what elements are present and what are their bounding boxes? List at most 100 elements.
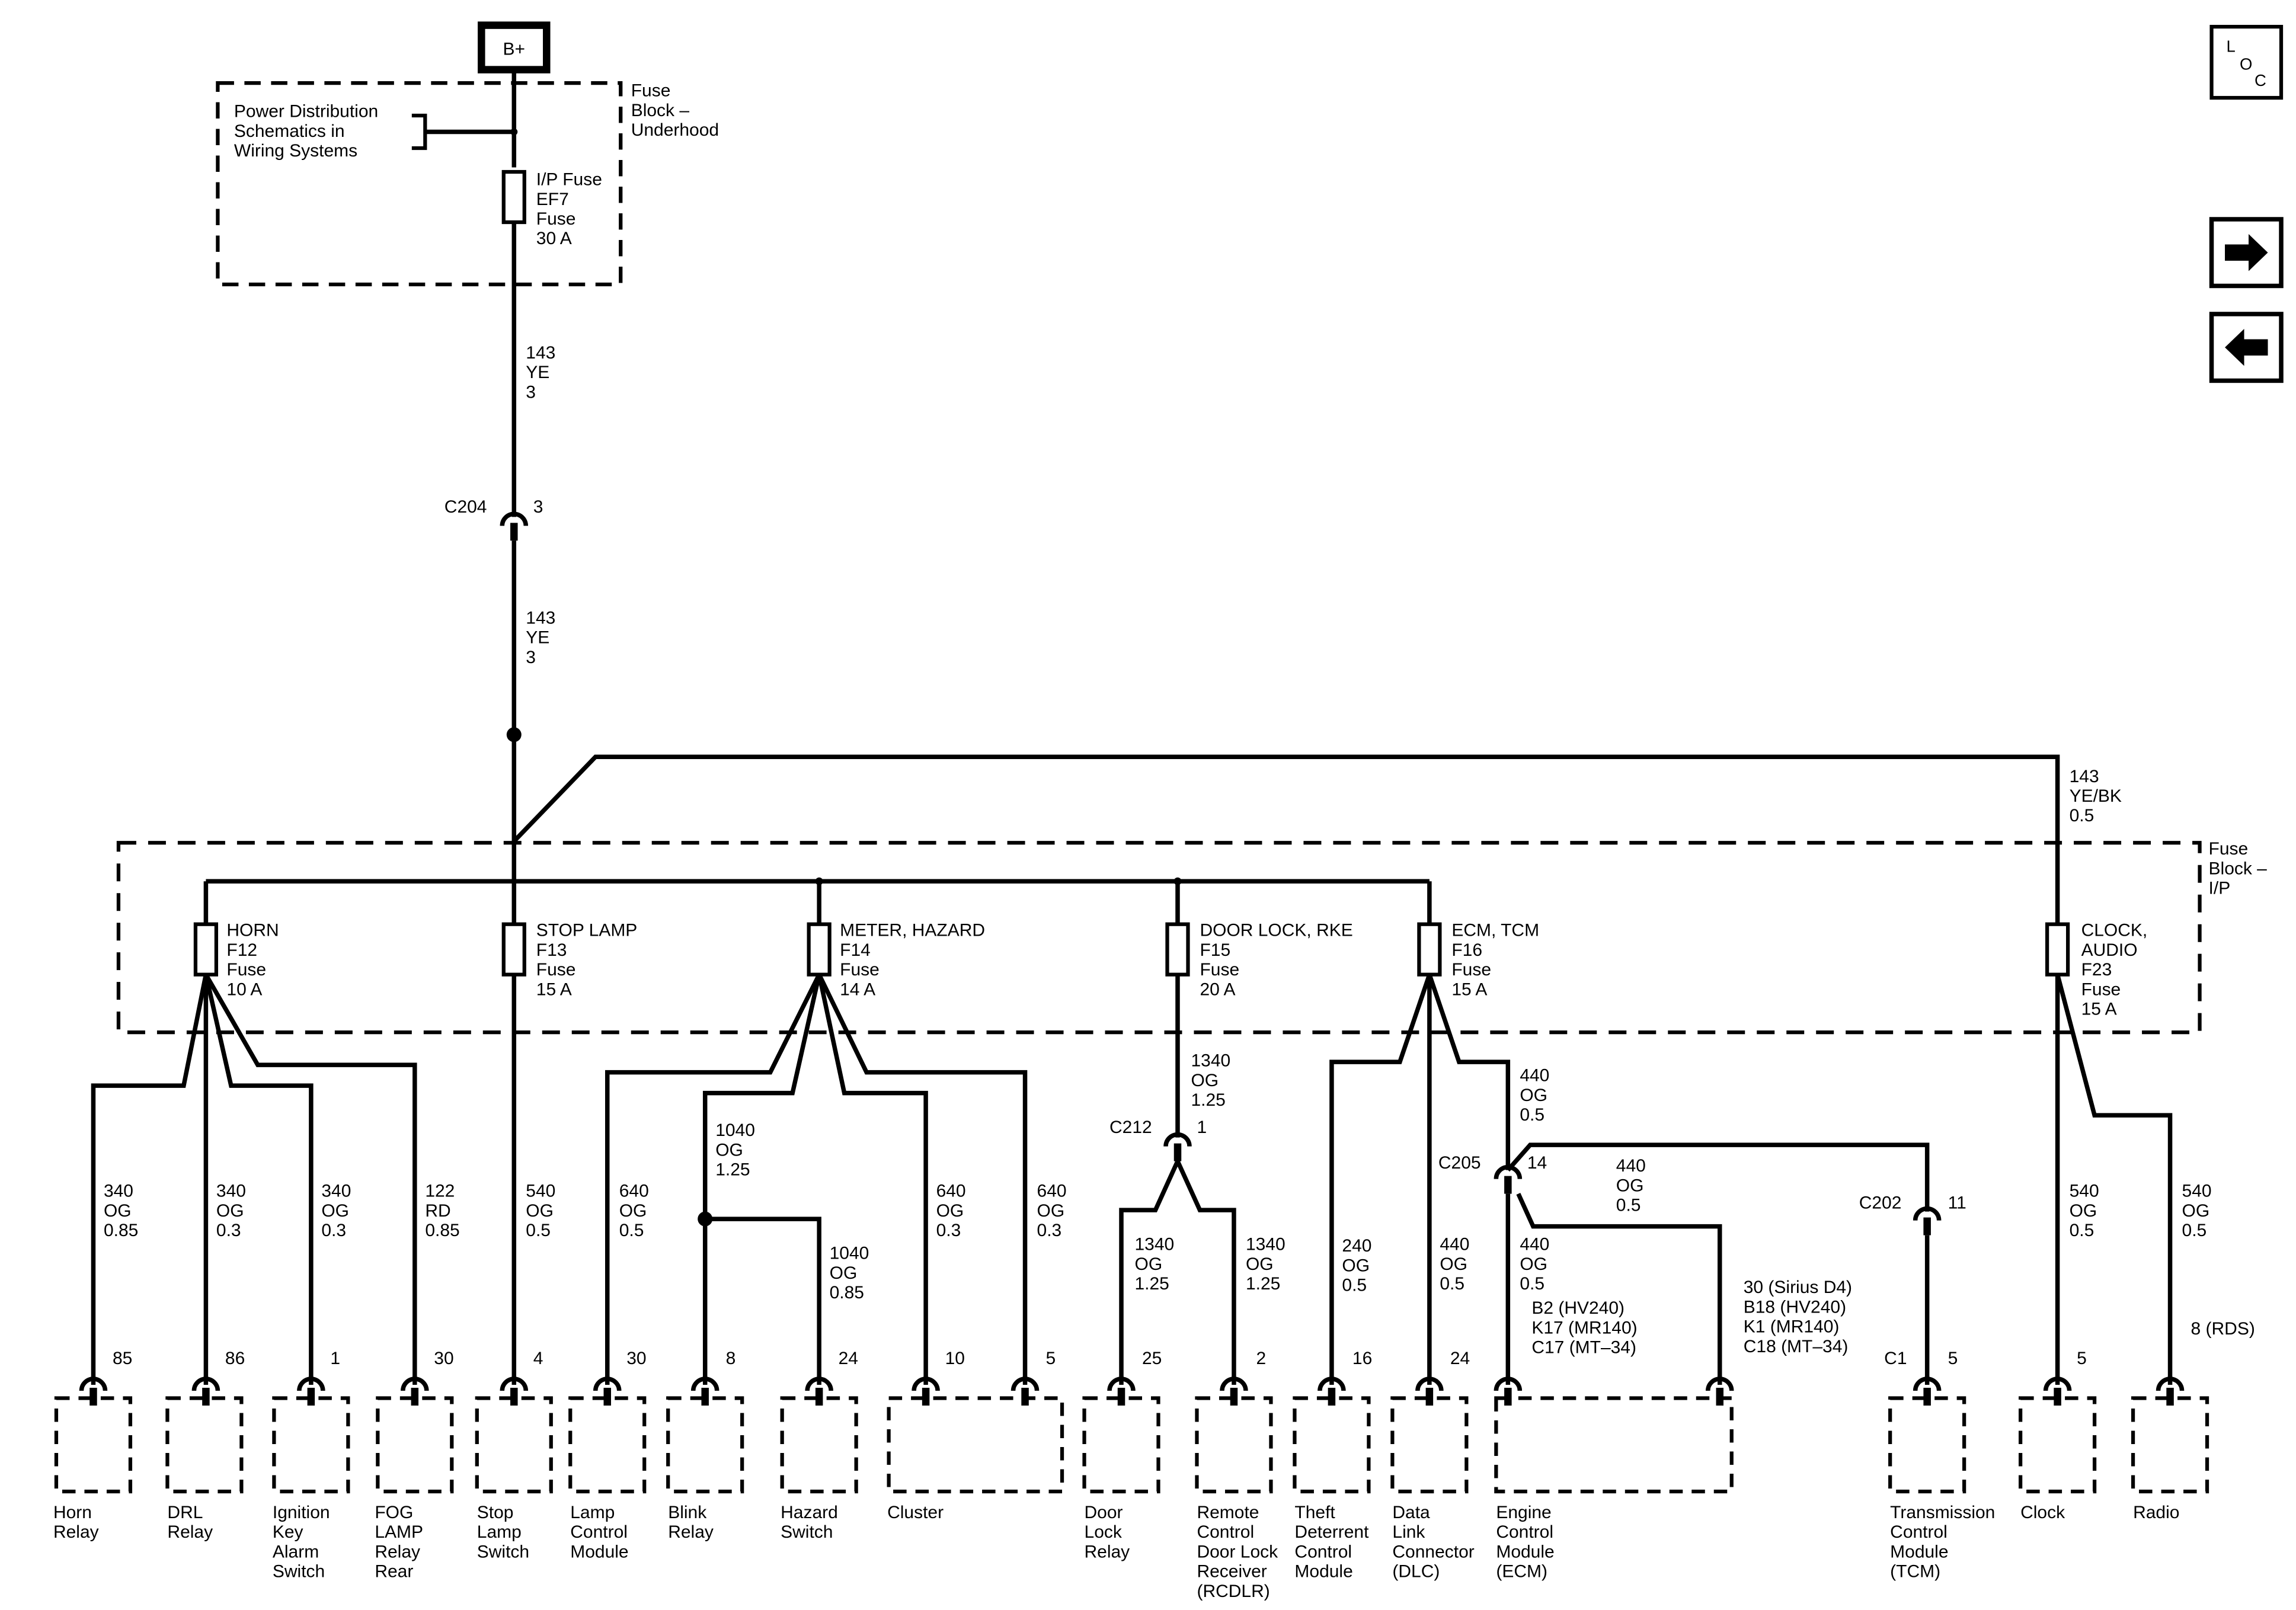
fuse-label-line: Fuse [1200, 960, 1239, 980]
fuse-label-line: F23 [2081, 960, 2112, 980]
wire-label-line: RD [425, 1201, 450, 1221]
underhood-fuse-label-line: 30 A [536, 229, 572, 248]
component-label-line: DRL [167, 1503, 203, 1522]
ip-block-title-line: I/P [2209, 879, 2231, 898]
connector-blade [1504, 1176, 1512, 1194]
pin-number: 8 [726, 1349, 736, 1368]
arrow-right-icon[interactable] [2225, 233, 2268, 271]
connector-blade [922, 1387, 930, 1406]
wire-label-line: 0.5 [619, 1221, 644, 1240]
connector-blade [1923, 1387, 1931, 1406]
wire-label-line: OG [2182, 1201, 2210, 1221]
wire-label-line: 0.5 [1342, 1276, 1367, 1295]
connector-blade [89, 1387, 97, 1406]
pin-number: 4 [533, 1349, 543, 1368]
component-label-line: Lamp [570, 1503, 615, 1522]
wire-ecm-feed [1427, 974, 1511, 1170]
wire-label-line: 122 [425, 1182, 455, 1201]
wire-label-bypass-line: YE/BK [2070, 786, 2122, 806]
component-box [376, 1396, 454, 1494]
pin-number: 2 [1256, 1349, 1266, 1368]
pin-number: 30 [434, 1349, 453, 1368]
component-terminal [593, 1377, 622, 1391]
wire-label-line: 0.3 [936, 1221, 961, 1240]
schematic-reference-line: Wiring Systems [234, 141, 357, 161]
wire-label-line: 340 [216, 1182, 246, 1201]
wire-label-line: OG [1440, 1254, 1467, 1274]
wire-label-line: OG [936, 1201, 964, 1221]
bypass-wire [512, 754, 2060, 933]
wire-ignition-switch [203, 974, 314, 1385]
component-box [1082, 1396, 1160, 1494]
wiring-lines [79, 69, 2185, 1406]
fuse-label-line: 14 A [840, 980, 875, 999]
underhood-title-line: Underhood [631, 120, 719, 140]
wire-label-line: 440 [1440, 1235, 1469, 1254]
next-page-button[interactable] [2209, 217, 2284, 289]
fuse-label-line: F15 [1200, 940, 1230, 960]
fuse-label-line: Fuse [1451, 960, 1491, 980]
component-label-line: Lamp [477, 1522, 522, 1542]
wire-label-line: OG [1191, 1071, 1219, 1090]
underhood-title-line: Block – [631, 101, 690, 120]
wire-hazard-switch [705, 1217, 821, 1385]
component-label-line: Ignition [273, 1503, 330, 1522]
pin-number: 1 [330, 1349, 340, 1368]
component-label-line: Alarm [273, 1542, 319, 1561]
wire-label-line: 540 [2070, 1182, 2099, 1201]
fuse-label-line: 20 A [1200, 980, 1235, 999]
wire-label-line: 240 [1342, 1236, 1371, 1256]
component-box [1293, 1396, 1371, 1494]
connector-blade [2054, 1387, 2061, 1406]
connector-blade [701, 1387, 709, 1406]
component-label-line: Data [1392, 1503, 1430, 1522]
fuse-label-line: Fuse [2081, 980, 2121, 999]
arrow-left-icon[interactable] [2225, 328, 2268, 366]
wire-label-line: 0.3 [321, 1221, 346, 1240]
wire-label-line: 1040 [715, 1121, 755, 1140]
component-label-line: Cluster [887, 1503, 944, 1522]
wire-label-line: OG [1342, 1256, 1370, 1275]
wire-label-line: 440 [1520, 1066, 1549, 1086]
wire-label-main-lower-line: YE [526, 628, 549, 648]
wire-label-main-upper-line: 3 [526, 382, 536, 402]
wire-label-line: OG [1520, 1086, 1547, 1105]
radio-pin-note: 8 (RDS) [2191, 1319, 2255, 1339]
component-label-line: Module [1294, 1562, 1352, 1582]
connector-blade [510, 523, 518, 541]
component-box [1494, 1396, 1734, 1494]
component-label-line: Control [1294, 1542, 1352, 1561]
wire-label-line: 440 [1616, 1156, 1646, 1176]
component-label-line: Switch [781, 1522, 833, 1542]
pin-number: 25 [1142, 1349, 1162, 1368]
previous-page-button[interactable] [2209, 312, 2284, 383]
component-terminal [1415, 1377, 1444, 1391]
supply-box [478, 21, 551, 73]
wire-horn-relay [91, 974, 209, 1385]
pin-number: 24 [839, 1349, 858, 1368]
component-terminal [1913, 1377, 1942, 1391]
component-label: Clock [2020, 1503, 2065, 1522]
wire-radio [2055, 974, 2173, 1385]
wire-label-line: OG [526, 1201, 554, 1221]
